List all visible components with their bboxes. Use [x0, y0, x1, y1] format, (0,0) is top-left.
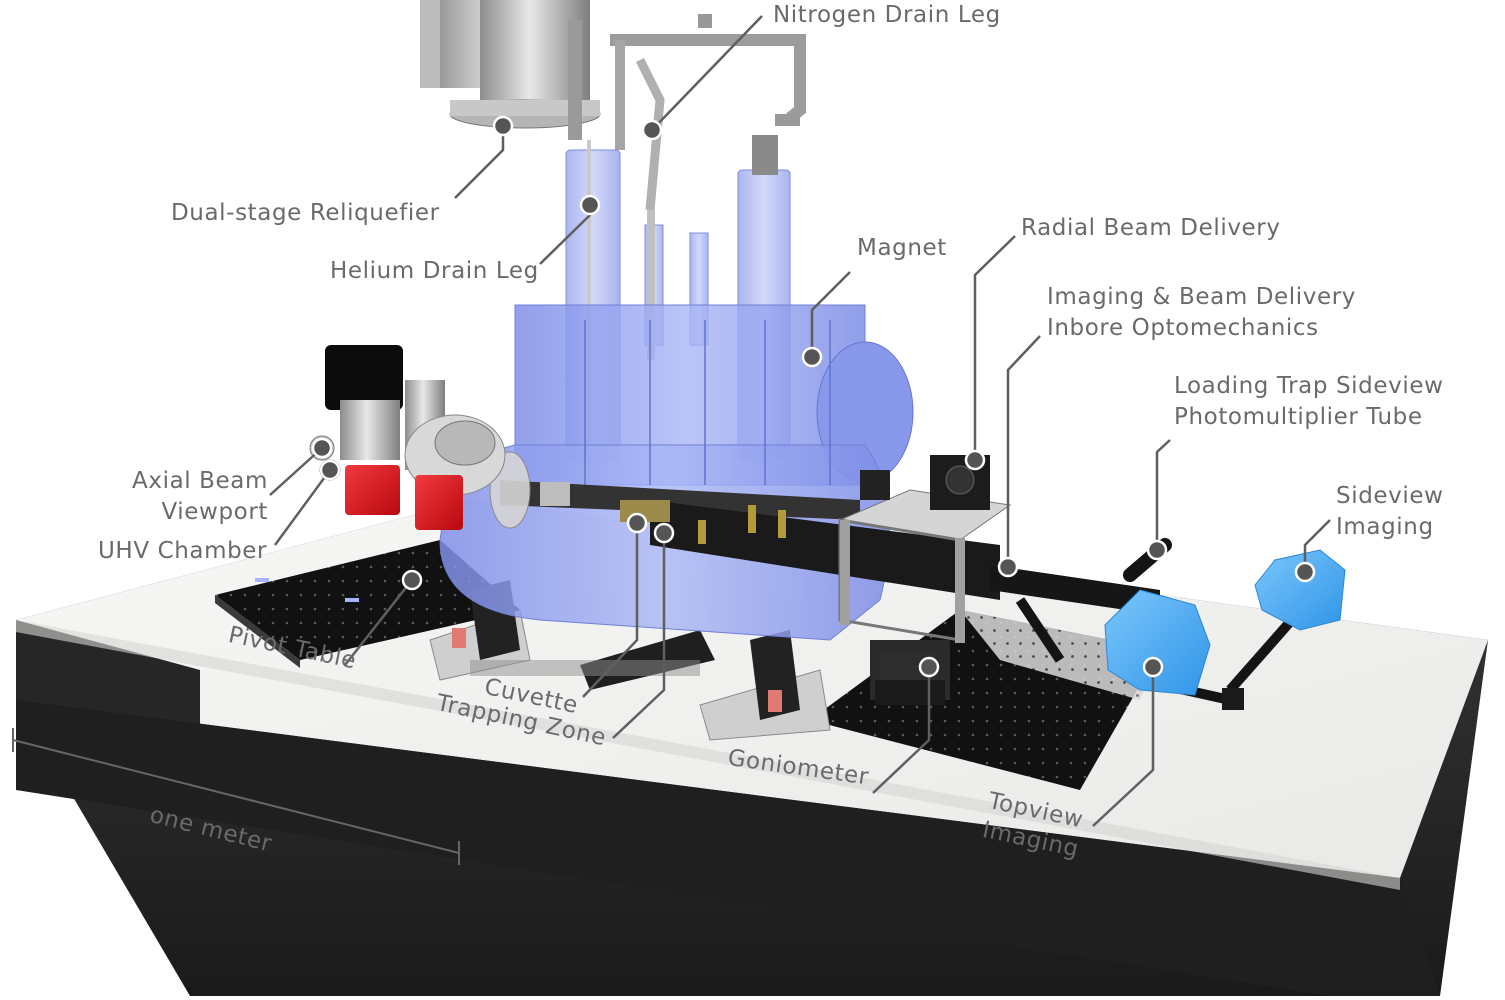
label-sideview-line1: Sideview: [1336, 483, 1444, 509]
label-axial-beam-viewport: Axial Beam Viewport: [120, 466, 268, 528]
label-sideview-line2: Imaging: [1336, 514, 1434, 540]
marker-pivot-table: [401, 569, 423, 591]
marker-sideview: [1294, 561, 1316, 583]
label-loading-trap-line1: Loading Trap Sideview: [1174, 373, 1444, 399]
camera-drawings: [1015, 538, 1346, 710]
pivot-table-breadboard: [215, 540, 520, 668]
marker-goniometer: [918, 656, 940, 678]
label-axial-beam-line1: Axial Beam: [132, 468, 268, 494]
marker-uhv: [319, 459, 341, 481]
marker-cuvette: [626, 512, 648, 534]
label-sideview-imaging: Sideview Imaging: [1336, 481, 1444, 543]
marker-dots: [311, 115, 1316, 678]
marker-nitrogen-drain: [641, 119, 663, 141]
marker-topview: [1142, 656, 1164, 678]
label-loading-trap-line2: Photomultiplier Tube: [1174, 404, 1423, 430]
label-axial-beam-line2: Viewport: [161, 499, 268, 525]
marker-loading-trap: [1146, 539, 1168, 561]
label-uhv-chamber: UHV Chamber: [98, 538, 268, 564]
marker-inbore: [997, 556, 1019, 578]
label-helium-drain-leg: Helium Drain Leg: [330, 258, 539, 284]
marker-magnet: [801, 346, 823, 368]
marker-axial-viewport: [311, 437, 333, 459]
label-imaging-beam-delivery-line2: Inbore Optomechanics: [1047, 315, 1319, 341]
label-imaging-beam-delivery: Imaging & Beam Delivery Inbore Optomecha…: [1047, 282, 1356, 344]
label-radial-beam-delivery: Radial Beam Delivery: [1021, 215, 1281, 241]
marker-reliquefier: [492, 115, 514, 137]
marker-helium-drain: [579, 194, 601, 216]
goniometer-drawing: [875, 650, 945, 705]
uhv-chamber-drawing: [309, 345, 506, 530]
label-loading-trap-pmt: Loading Trap Sideview Photomultiplier Tu…: [1174, 371, 1444, 433]
marker-trapping-zone: [653, 522, 675, 544]
label-nitrogen-drain-leg: Nitrogen Drain Leg: [773, 2, 1001, 28]
label-magnet: Magnet: [857, 235, 947, 261]
label-dual-stage-reliquefier: Dual-stage Reliquefier: [171, 200, 440, 226]
marker-radial-beam: [964, 449, 986, 471]
label-imaging-beam-delivery-line1: Imaging & Beam Delivery: [1047, 284, 1357, 310]
scale-bar: [12, 728, 460, 865]
reliquefier-drawing: [420, 0, 806, 211]
magnet-drawing: [439, 304, 914, 641]
